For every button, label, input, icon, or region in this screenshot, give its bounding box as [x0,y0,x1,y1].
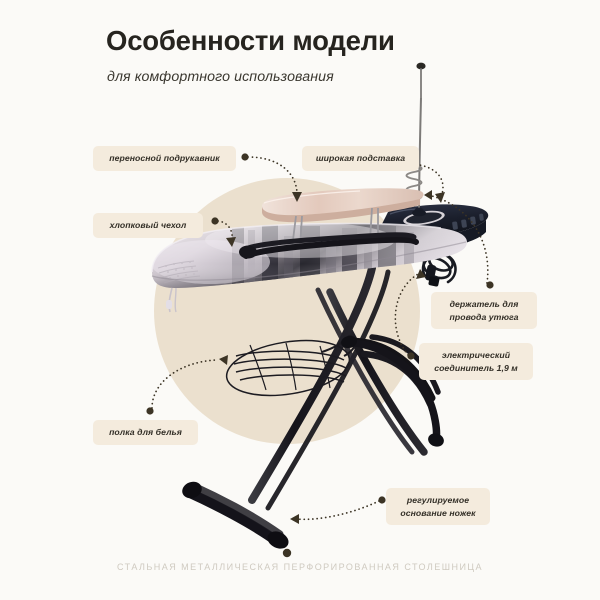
leader-linen-shelf [151,359,217,409]
annotation-chip-cotton-cover: хлопковый чехол [93,213,203,238]
leader-iron-cord-holder [431,195,489,284]
chip-line-2: провода утюга [449,311,519,322]
chip-line-1: держатель для [449,299,519,309]
leader-arrowheads [219,190,445,524]
leader-cotton-cover [217,220,233,239]
leader-dot-perforated-tabletop [282,548,292,558]
footer-caption: СТАЛЬНАЯ МЕТАЛЛИЧЕСКАЯ ПЕРФОРИРОВАННАЯ С… [116,562,484,573]
annotation-chip-adjustable-leg-base: регулируемое основание ножек [386,488,490,526]
annotation-chip-electrical-connector: электрический соединитель 1,9 м [419,343,533,381]
annotation-chip-wide-stand: широкая подставка [302,146,419,171]
page-subtitle: для комфортного использования [107,69,334,85]
chip-line-2: основание ножек [400,507,476,518]
leader-electrical-connector [394,273,419,356]
annotation-chip-portable-sleeve-board: переносной подрукавник [93,146,236,171]
leader-adjustable-leg-base [296,500,380,521]
chip-line-1: регулируемое [406,495,470,505]
annotation-chip-iron-cord-holder: держатель для провода утюга [431,292,537,330]
leader-portable-sleeve-board [247,156,298,194]
chip-line-1: электрический [441,350,511,360]
chip-line-2: соединитель 1,9 м [434,362,518,373]
page-title: Особенности модели [106,25,395,56]
annotation-chip-linen-shelf: полка для белья [93,420,198,445]
